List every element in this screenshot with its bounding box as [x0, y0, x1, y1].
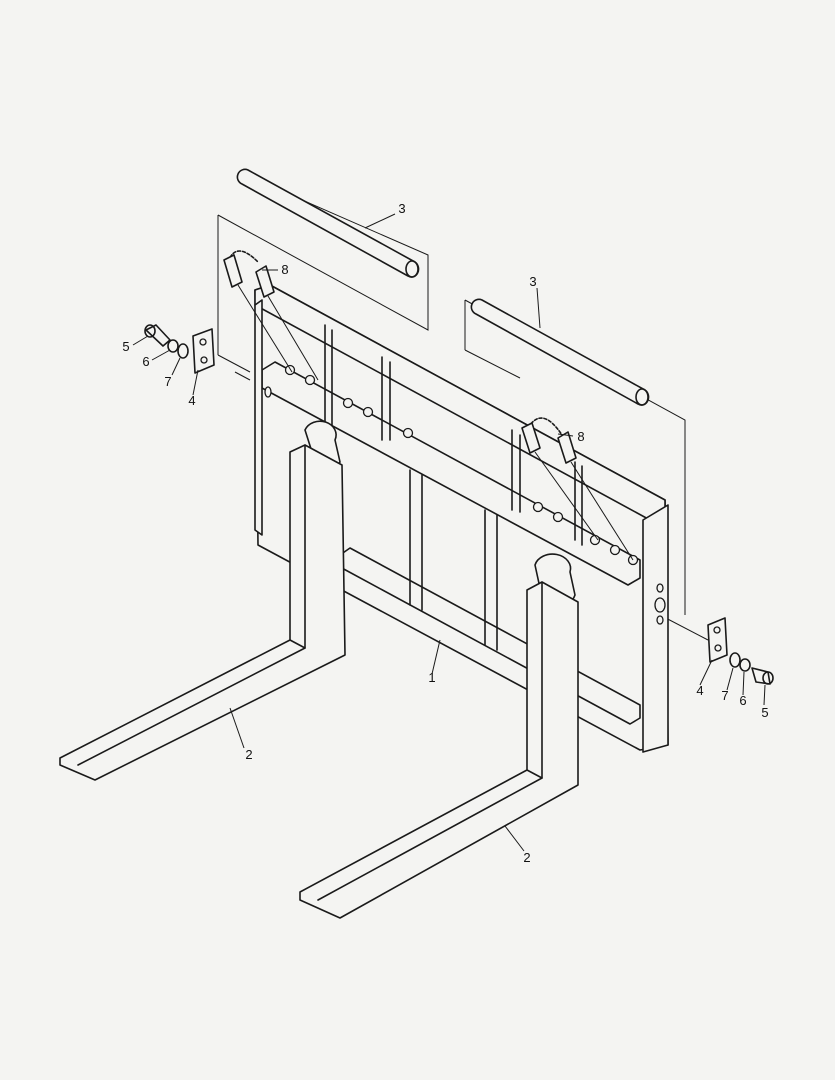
callout-chain-right: 8	[577, 429, 584, 444]
chain-right	[521, 417, 634, 561]
callout-frame: 1	[428, 670, 435, 685]
callout-lockwasher-right: 7	[721, 688, 728, 703]
hook-pin-left	[236, 168, 420, 278]
hook-pin-right	[470, 298, 650, 406]
callout-chain-left: 8	[281, 262, 288, 277]
fastener-group-left	[144, 324, 215, 374]
callout-plate-right: 4	[696, 683, 703, 698]
callout-washer-right: 6	[739, 693, 746, 708]
callout-lockwasher-left: 7	[164, 374, 171, 389]
fork-right	[299, 553, 579, 919]
callout-plate-left: 4	[188, 393, 195, 408]
callout-fork-left: 2	[245, 747, 252, 762]
callout-fork-right: 2	[523, 850, 530, 865]
callout-washer-left: 6	[142, 354, 149, 369]
fork-left	[59, 420, 346, 781]
callout-labels: 1 2 2 3 3 4 4 5 5 6 6 7 7 8 8	[122, 201, 768, 865]
callout-bolt-left: 5	[122, 339, 129, 354]
fastener-group-right	[707, 617, 774, 685]
callout-pin-left: 3	[398, 201, 405, 216]
chain-left	[223, 250, 319, 381]
callout-pin-right: 3	[529, 274, 536, 289]
callout-leaders	[132, 213, 766, 852]
callout-bolt-right: 5	[761, 705, 768, 720]
